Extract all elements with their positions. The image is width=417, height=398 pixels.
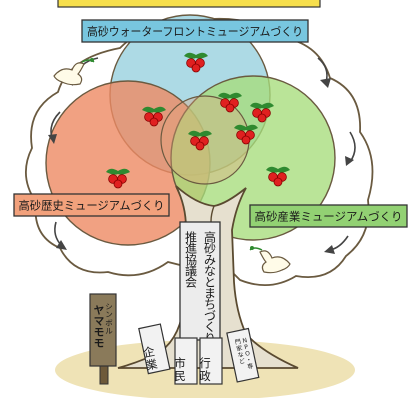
berries (106, 52, 290, 189)
berry-cluster (188, 130, 212, 151)
industry-circle (170, 75, 336, 241)
root-box-npo: NPO・専門家など (226, 327, 260, 383)
industry-label: 高砂産業ミュージアムづくり (249, 204, 408, 228)
berry-cluster (266, 166, 290, 187)
dove-left-icon (53, 58, 95, 86)
berry-cluster (218, 92, 242, 113)
berry-cluster (142, 106, 166, 127)
root-box-shimin: 市民 (174, 337, 198, 385)
berry-cluster (106, 168, 130, 189)
root-box-kigyo: 企業 (138, 323, 171, 375)
history-label: 高砂歴史ミュージアムづくり (13, 193, 170, 217)
root-label-shimin: 市民 (174, 356, 186, 383)
root-box-gyosei: 行政 (199, 337, 223, 385)
berry-cluster (250, 102, 274, 123)
symbol-label-small: シンボル (105, 302, 113, 336)
root-label-npo: NPO・専門家など (234, 337, 254, 372)
berry-cluster (234, 124, 258, 145)
dove-right-icon (249, 246, 291, 274)
waterfront-label-text: 高砂ウォーターフロントミュージアムづくり (87, 25, 303, 39)
symbol-label-main: ヤマモモ (94, 304, 105, 349)
industry-label-text: 高砂産業ミュージアムづくり (255, 210, 403, 224)
root-label-kigyo: 企業 (142, 344, 159, 373)
history-label-text: 高砂歴史ミュージアムづくり (19, 199, 165, 213)
berry-cluster (184, 52, 208, 73)
waterfront-label: 高砂ウォーターフロントミュージアムづくり (81, 19, 309, 43)
council-label: 高砂みなとまちづくり 推進協議会 (179, 221, 221, 346)
root-label-gyosei: 行政 (199, 356, 211, 383)
top-edge-banner (57, 0, 321, 8)
council-label-line2: 推進協議会 (185, 231, 197, 290)
council-label-line1: 高砂みなとまちづくり (204, 230, 216, 346)
symbol-signpost: シンボル ヤマモモ (89, 293, 117, 385)
